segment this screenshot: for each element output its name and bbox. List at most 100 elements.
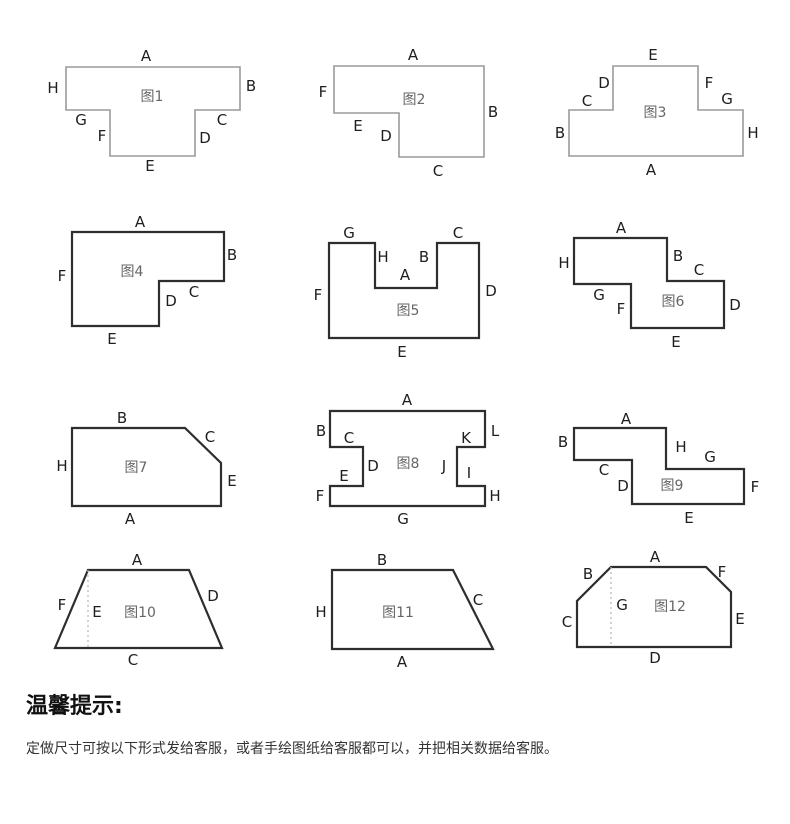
figure-7-label-a: A	[125, 510, 136, 528]
figure-7-label-b: B	[117, 409, 127, 427]
figure-5-label-g: G	[343, 224, 355, 242]
figure-6-label-e: E	[671, 333, 680, 351]
figure-6-label-h: H	[558, 254, 569, 272]
figure-9-label-a: A	[621, 410, 632, 428]
figure-8-label-j: J	[441, 457, 446, 475]
figure-8-label-a: A	[402, 391, 413, 409]
figure-9-outline	[572, 426, 746, 506]
figure-7-outline	[70, 426, 223, 508]
figure-2-label-c: C	[433, 162, 443, 180]
figure-1-label-c: C	[217, 111, 227, 129]
figure-4-label-f: F	[58, 267, 67, 285]
shape-diagram-grid: A B C D E F G H 图1 A B C D E F 图2 A B C …	[47, 46, 759, 671]
figure-3: A B C D E F G H 图3	[555, 46, 759, 179]
figure-11-title: 图11	[382, 605, 414, 621]
figure-11-label-a: A	[397, 653, 408, 671]
figure-5-label-b: B	[419, 248, 429, 266]
figure-3-label-h: H	[747, 124, 758, 142]
figure-7: A B C E H 图7	[56, 409, 236, 528]
figure-7-title: 图7	[125, 460, 148, 476]
figure-1: A B C D E F G H 图1	[47, 47, 256, 175]
figure-9-label-b: B	[558, 433, 568, 451]
figure-3-label-d: D	[598, 74, 610, 92]
figure-6-outline	[572, 236, 726, 330]
figure-5: A B C D E F G H 图5	[314, 224, 497, 361]
figure-2-label-e: E	[353, 117, 362, 135]
figure-5-label-d: D	[485, 282, 497, 300]
figure-12-label-e: E	[735, 610, 744, 628]
tip-title: 温馨提示:	[26, 694, 123, 719]
figure-4-label-b: B	[227, 246, 237, 264]
figure-8-label-e: E	[339, 467, 348, 485]
figure-6-label-d: D	[729, 296, 741, 314]
figure-6-label-a: A	[616, 219, 627, 237]
figure-7-label-h: H	[56, 457, 67, 475]
figure-1-label-f: F	[98, 127, 107, 145]
figure-8-label-c: C	[344, 429, 354, 447]
figure-3-title: 图3	[644, 105, 667, 121]
figure-10-label-a: A	[132, 551, 143, 569]
figure-6-title: 图6	[662, 294, 685, 310]
figure-9-label-f: F	[751, 478, 760, 496]
figure-8-label-f: F	[316, 487, 325, 505]
figure-4-label-a: A	[135, 213, 146, 231]
figure-5-label-h: H	[377, 248, 388, 266]
figure-12-label-a: A	[650, 548, 661, 566]
figure-1-outline	[65, 66, 241, 157]
figure-3-label-b: B	[555, 124, 565, 142]
figure-2-label-f: F	[319, 83, 328, 101]
figure-5-label-c: C	[453, 224, 463, 242]
figure-6-label-g: G	[593, 286, 605, 304]
figure-5-label-a: A	[400, 266, 411, 284]
figure-6: A B C D E F G H 图6	[558, 219, 740, 351]
figure-12-label-f: F	[718, 563, 727, 581]
figure-4-label-e: E	[107, 330, 116, 348]
figure-3-label-a: A	[646, 161, 657, 179]
figure-3-outline	[568, 65, 744, 157]
figure-4-title: 图4	[121, 264, 144, 280]
figure-10-title: 图10	[124, 605, 156, 621]
figure-1-label-e: E	[145, 157, 154, 175]
figure-10-label-f: F	[58, 596, 67, 614]
figure-9-label-h: H	[675, 438, 686, 456]
figure-12-label-g: G	[616, 596, 628, 614]
figure-1-label-d: D	[199, 129, 211, 147]
figure-1-label-g: G	[75, 111, 87, 129]
figure-2-title: 图2	[403, 92, 426, 108]
figure-8-outline	[328, 409, 487, 508]
figure-11-label-c: C	[473, 591, 483, 609]
figure-9: A B C D E F G H 图9	[558, 410, 759, 527]
figure-4: A B C D E F 图4	[58, 213, 237, 348]
figure-11-label-b: B	[377, 551, 387, 569]
figure-8-label-k: K	[461, 429, 472, 447]
figure-9-label-g: G	[704, 448, 716, 466]
figure-6-label-c: C	[694, 261, 704, 279]
figure-9-label-d: D	[617, 477, 629, 495]
figure-6-label-f: F	[617, 300, 626, 318]
figure-4-label-c: C	[189, 283, 199, 301]
figure-8-label-b: B	[316, 422, 326, 440]
figure-12-label-b: B	[583, 565, 593, 583]
figure-10-outline	[53, 568, 224, 650]
figure-6-label-b: B	[673, 247, 683, 265]
figure-11-label-h: H	[315, 603, 326, 621]
figure-8-label-h: H	[489, 487, 500, 505]
figure-4-outline	[70, 230, 226, 328]
figure-7-label-e: E	[227, 472, 236, 490]
figure-2-label-d: D	[380, 127, 392, 145]
figure-12-outline	[575, 565, 733, 649]
figure-5-outline	[327, 241, 481, 340]
figure-4-label-d: D	[165, 292, 177, 310]
figure-2-label-a: A	[408, 46, 419, 64]
figure-11: A B C H 图11	[315, 551, 495, 671]
figure-12-label-d: D	[649, 649, 661, 667]
figure-5-title: 图5	[397, 303, 420, 319]
figure-12: A B C D E F G 图12	[562, 548, 745, 667]
figure-8-label-d: D	[367, 457, 379, 475]
figure-2-label-b: B	[488, 103, 498, 121]
figure-1-title: 图1	[141, 89, 164, 105]
figure-2-outline	[333, 65, 485, 158]
figure-10-label-c: C	[128, 651, 138, 669]
figure-9-title: 图9	[661, 478, 684, 494]
figure-3-label-e: E	[648, 46, 657, 64]
